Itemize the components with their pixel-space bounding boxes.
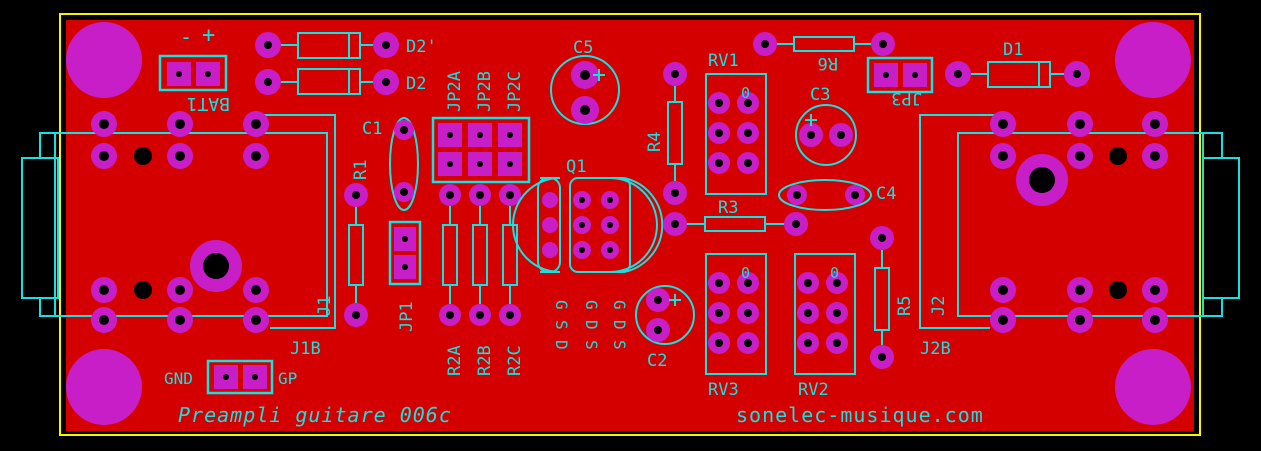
svg-text:D: D <box>552 340 571 350</box>
rv3-label: RV3 <box>708 380 739 400</box>
rv2-label: RV2 <box>798 380 829 400</box>
q1-pin-legend-middle: G D S <box>582 300 601 350</box>
trimmer-rv2 <box>794 253 856 375</box>
q1-pin-legend-right: G D S <box>610 300 629 350</box>
gnd-gp-connector <box>206 359 274 395</box>
j2b-label: J2B <box>920 339 951 359</box>
svg-text:G: G <box>610 300 629 310</box>
diode-d2 <box>255 68 399 95</box>
resistor-r5 <box>870 226 894 369</box>
jp1-label: JP1 <box>397 301 417 332</box>
capacitor-c4 <box>778 179 872 211</box>
svg-text:G: G <box>552 300 571 310</box>
c5-label: C5 <box>573 38 593 58</box>
j1-pads <box>91 111 269 333</box>
trimmer-rv3 <box>705 253 767 375</box>
bat1-connector <box>158 54 228 92</box>
transistor-q1 <box>512 177 664 273</box>
resistor-r2a <box>439 184 461 326</box>
bat-plus-label: + <box>202 23 215 48</box>
svg-text:D: D <box>582 320 601 330</box>
r4-label: R4 <box>645 132 665 152</box>
capacitor-c1 <box>389 117 419 211</box>
diode-d2p <box>255 32 399 59</box>
capacitor-c3 <box>795 104 857 166</box>
svg-text:S: S <box>610 340 629 350</box>
r6-label: R6 <box>818 53 838 73</box>
svg-text:G: G <box>582 300 601 310</box>
d2-label: D2 <box>406 74 426 94</box>
d2p-label: D2' <box>406 37 437 57</box>
capacitor-c2 <box>635 285 695 345</box>
rv1-label: RV1 <box>708 51 739 71</box>
mounting-hole-top-right <box>1115 22 1191 98</box>
r1-label: R1 <box>351 160 371 180</box>
board-title: Preampli guitare 006c <box>178 403 452 427</box>
trimmer-rv1 <box>705 73 767 195</box>
jp2b-label: JP2B <box>475 71 495 112</box>
r3-label: R3 <box>718 198 738 218</box>
r2a-label: R2A <box>445 345 465 376</box>
j1b-label: J1B <box>290 339 321 359</box>
resistor-r1 <box>344 183 368 327</box>
resistor-r2b <box>469 184 491 326</box>
bat1-label: BAT1 <box>187 93 230 114</box>
j2-label: J2 <box>929 296 949 316</box>
resistor-r2c <box>499 184 521 326</box>
svg-text:S: S <box>582 340 601 350</box>
mounting-hole-bottom-right <box>1115 349 1191 425</box>
c4-label: C4 <box>876 184 896 204</box>
c2-label: C2 <box>647 351 667 371</box>
board-website: sonelec-musique.com <box>736 403 984 427</box>
jp3-label: JP3 <box>891 88 922 108</box>
svg-text:D: D <box>610 320 629 330</box>
resistor-r3 <box>663 212 808 236</box>
gp-label: GP <box>278 369 297 388</box>
q1-label: Q1 <box>566 157 586 177</box>
jumper-jp3 <box>866 56 934 94</box>
jp2c-label: JP2C <box>505 71 525 112</box>
resistor-r4 <box>663 62 687 205</box>
rv1-zero-mark: 0 <box>741 84 750 102</box>
j1-label: J1 <box>315 296 335 316</box>
q1-pin-legend-left: G S D <box>552 300 571 350</box>
gnd-label: GND <box>164 369 193 388</box>
c3-label: C3 <box>810 85 830 105</box>
rv2-zero-mark: 0 <box>830 264 839 282</box>
d1-label: D1 <box>1003 40 1023 60</box>
jumper-jp2-block <box>431 116 531 184</box>
capacitor-c5 <box>550 55 620 125</box>
diode-d1 <box>945 61 1090 88</box>
j2-pads <box>990 111 1168 333</box>
r5-label: R5 <box>895 296 915 316</box>
svg-text:S: S <box>552 320 571 330</box>
jp2a-label: JP2A <box>445 71 465 112</box>
resistor-r6 <box>753 32 895 56</box>
rv3-zero-mark: 0 <box>741 264 750 282</box>
r2b-label: R2B <box>475 345 495 376</box>
mounting-hole-top-left <box>66 22 142 98</box>
jumper-jp1 <box>388 220 422 286</box>
board-outline <box>59 13 1201 436</box>
r2c-label: R2C <box>505 345 525 376</box>
c1-label: C1 <box>362 119 382 139</box>
bat-minus-label: - <box>180 25 192 49</box>
mounting-hole-bottom-left <box>66 349 142 425</box>
